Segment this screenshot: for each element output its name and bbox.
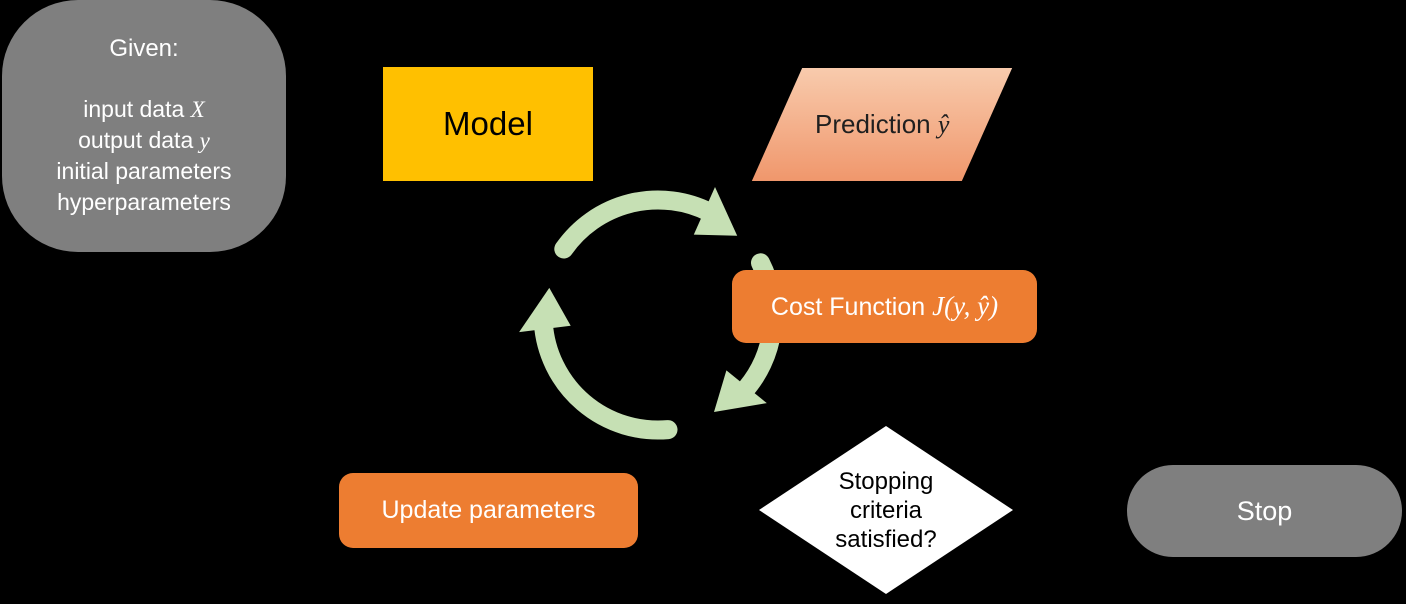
update-parameters-box: Update parameters — [339, 473, 638, 548]
model-box: Model — [383, 67, 593, 181]
prediction-label: Prediction ŷ — [814, 109, 950, 139]
stop-label: Stop — [1236, 495, 1293, 526]
cycle-arrowhead-left — [519, 287, 571, 333]
cost-function-label: Cost Function J(y, ŷ) — [770, 291, 999, 321]
update-parameters-label: Update parameters — [381, 496, 596, 524]
stopping-line-3: satisfied? — [835, 525, 937, 553]
cycle-arrowhead-bottom-right — [714, 370, 767, 412]
cycle-arrowhead-top-right — [693, 187, 738, 236]
stop-pill: Stop — [1127, 465, 1402, 557]
model-label: Model — [443, 105, 533, 142]
stopping-line-1: Stopping — [838, 467, 934, 495]
given-line-hyperparams: hyperparameters — [57, 189, 231, 215]
given-title: Given: — [109, 35, 179, 62]
stopping-line-2: criteria — [849, 496, 922, 524]
given-box: Given: input data X output data y initia… — [2, 0, 286, 252]
cost-function-box: Cost Function J(y, ŷ) — [732, 270, 1037, 343]
cycle-arc-top — [554, 190, 720, 259]
given-line-input: input data X — [83, 96, 205, 122]
cycle-arc-left — [533, 313, 678, 440]
given-line-initial-params: initial parameters — [56, 158, 232, 184]
given-line-output: output data y — [78, 127, 210, 153]
cycle-arrows-icon — [519, 187, 783, 440]
